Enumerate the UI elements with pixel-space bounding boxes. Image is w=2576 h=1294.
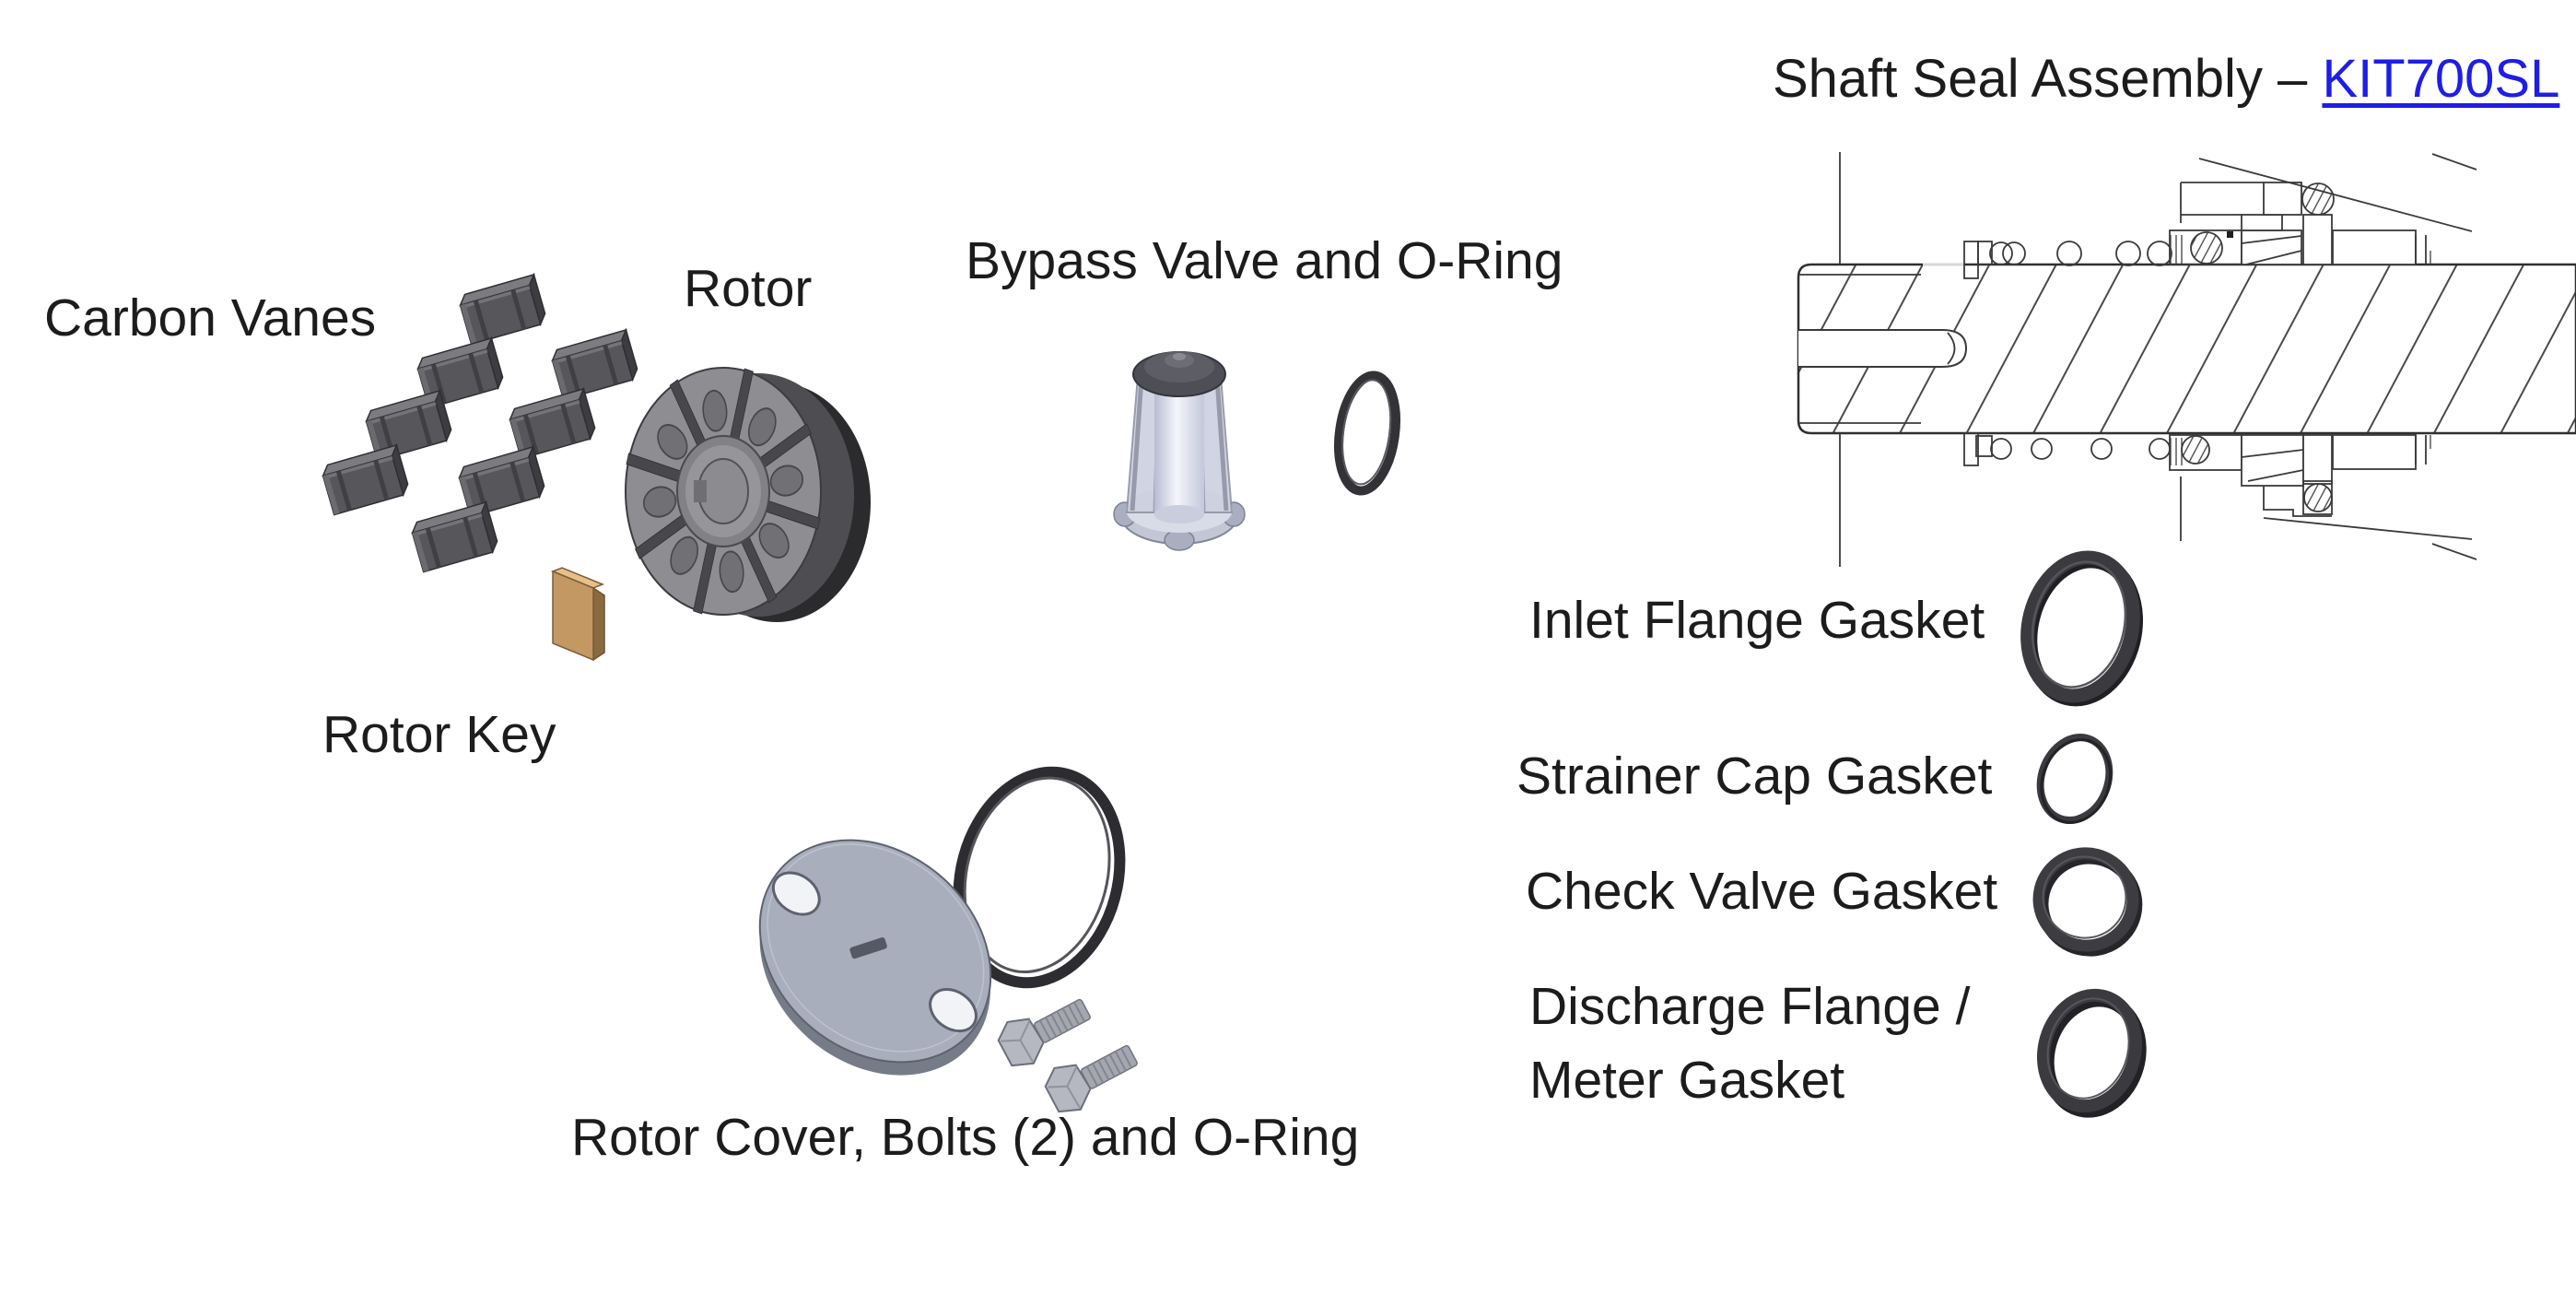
label-carbon-vanes: Carbon Vanes <box>44 288 377 347</box>
seal-assembly-top <box>1963 153 2477 279</box>
valve-piston <box>1154 385 1204 514</box>
shaft-section <box>1797 263 2576 435</box>
carbon-vane <box>507 388 599 460</box>
rotor-key-graphic <box>551 567 605 662</box>
bypass-oring-graphic <box>1334 371 1400 496</box>
label-bypass-valve: Bypass Valve and O-Ring <box>966 231 1563 290</box>
label-inlet-flange-gasket: Inlet Flange Gasket <box>1529 591 1985 650</box>
cover-bolt <box>1038 1031 1145 1121</box>
cover-bolt-hole <box>771 871 821 916</box>
label-rotor-key: Rotor Key <box>322 705 556 764</box>
discharge-meter-gasket-graphic <box>2036 988 2147 1118</box>
cover-engraving <box>849 937 887 959</box>
carbon-vane <box>457 274 549 346</box>
label-check-valve-gasket: Check Valve Gasket <box>1526 862 1998 921</box>
bypass-valve-graphic <box>1113 351 1246 551</box>
shaft-seal-assembly-drawing <box>1797 152 2576 567</box>
label-strainer-cap-gasket: Strainer Cap Gasket <box>1516 747 1993 806</box>
check-valve-gasket-graphic <box>2032 847 2143 957</box>
rotor-keyway <box>694 480 707 502</box>
label-discharge-gasket-line2: Meter Gasket <box>1529 1051 1845 1110</box>
kit700sl-link[interactable]: KIT700SL <box>2322 49 2560 109</box>
rotor-graphic <box>625 367 871 622</box>
label-rotor-cover: Rotor Cover, Bolts (2) and O-Ring <box>571 1108 1360 1167</box>
rotor-cover-graphic <box>758 766 1145 1121</box>
cover-oring <box>953 766 1126 989</box>
strainer-cap-gasket-graphic <box>2036 734 2113 825</box>
inlet-flange-gasket-graphic <box>2020 550 2144 707</box>
label-discharge-gasket-line1: Discharge Flange / <box>1529 977 1971 1036</box>
label-rotor: Rotor <box>684 259 813 318</box>
carbon-vane <box>409 501 501 573</box>
cover-plate <box>758 839 992 1076</box>
cover-bolt-hole <box>929 988 978 1033</box>
title-text: Shaft Seal Assembly – <box>1773 49 2323 109</box>
seal-assembly-bottom <box>1963 432 2477 560</box>
page-title: Shaft Seal Assembly – KIT700SL <box>1773 48 2559 110</box>
cover-bolt <box>991 985 1098 1075</box>
carbon-vane <box>320 444 412 516</box>
shaft-keyway-slot <box>1798 329 1968 368</box>
